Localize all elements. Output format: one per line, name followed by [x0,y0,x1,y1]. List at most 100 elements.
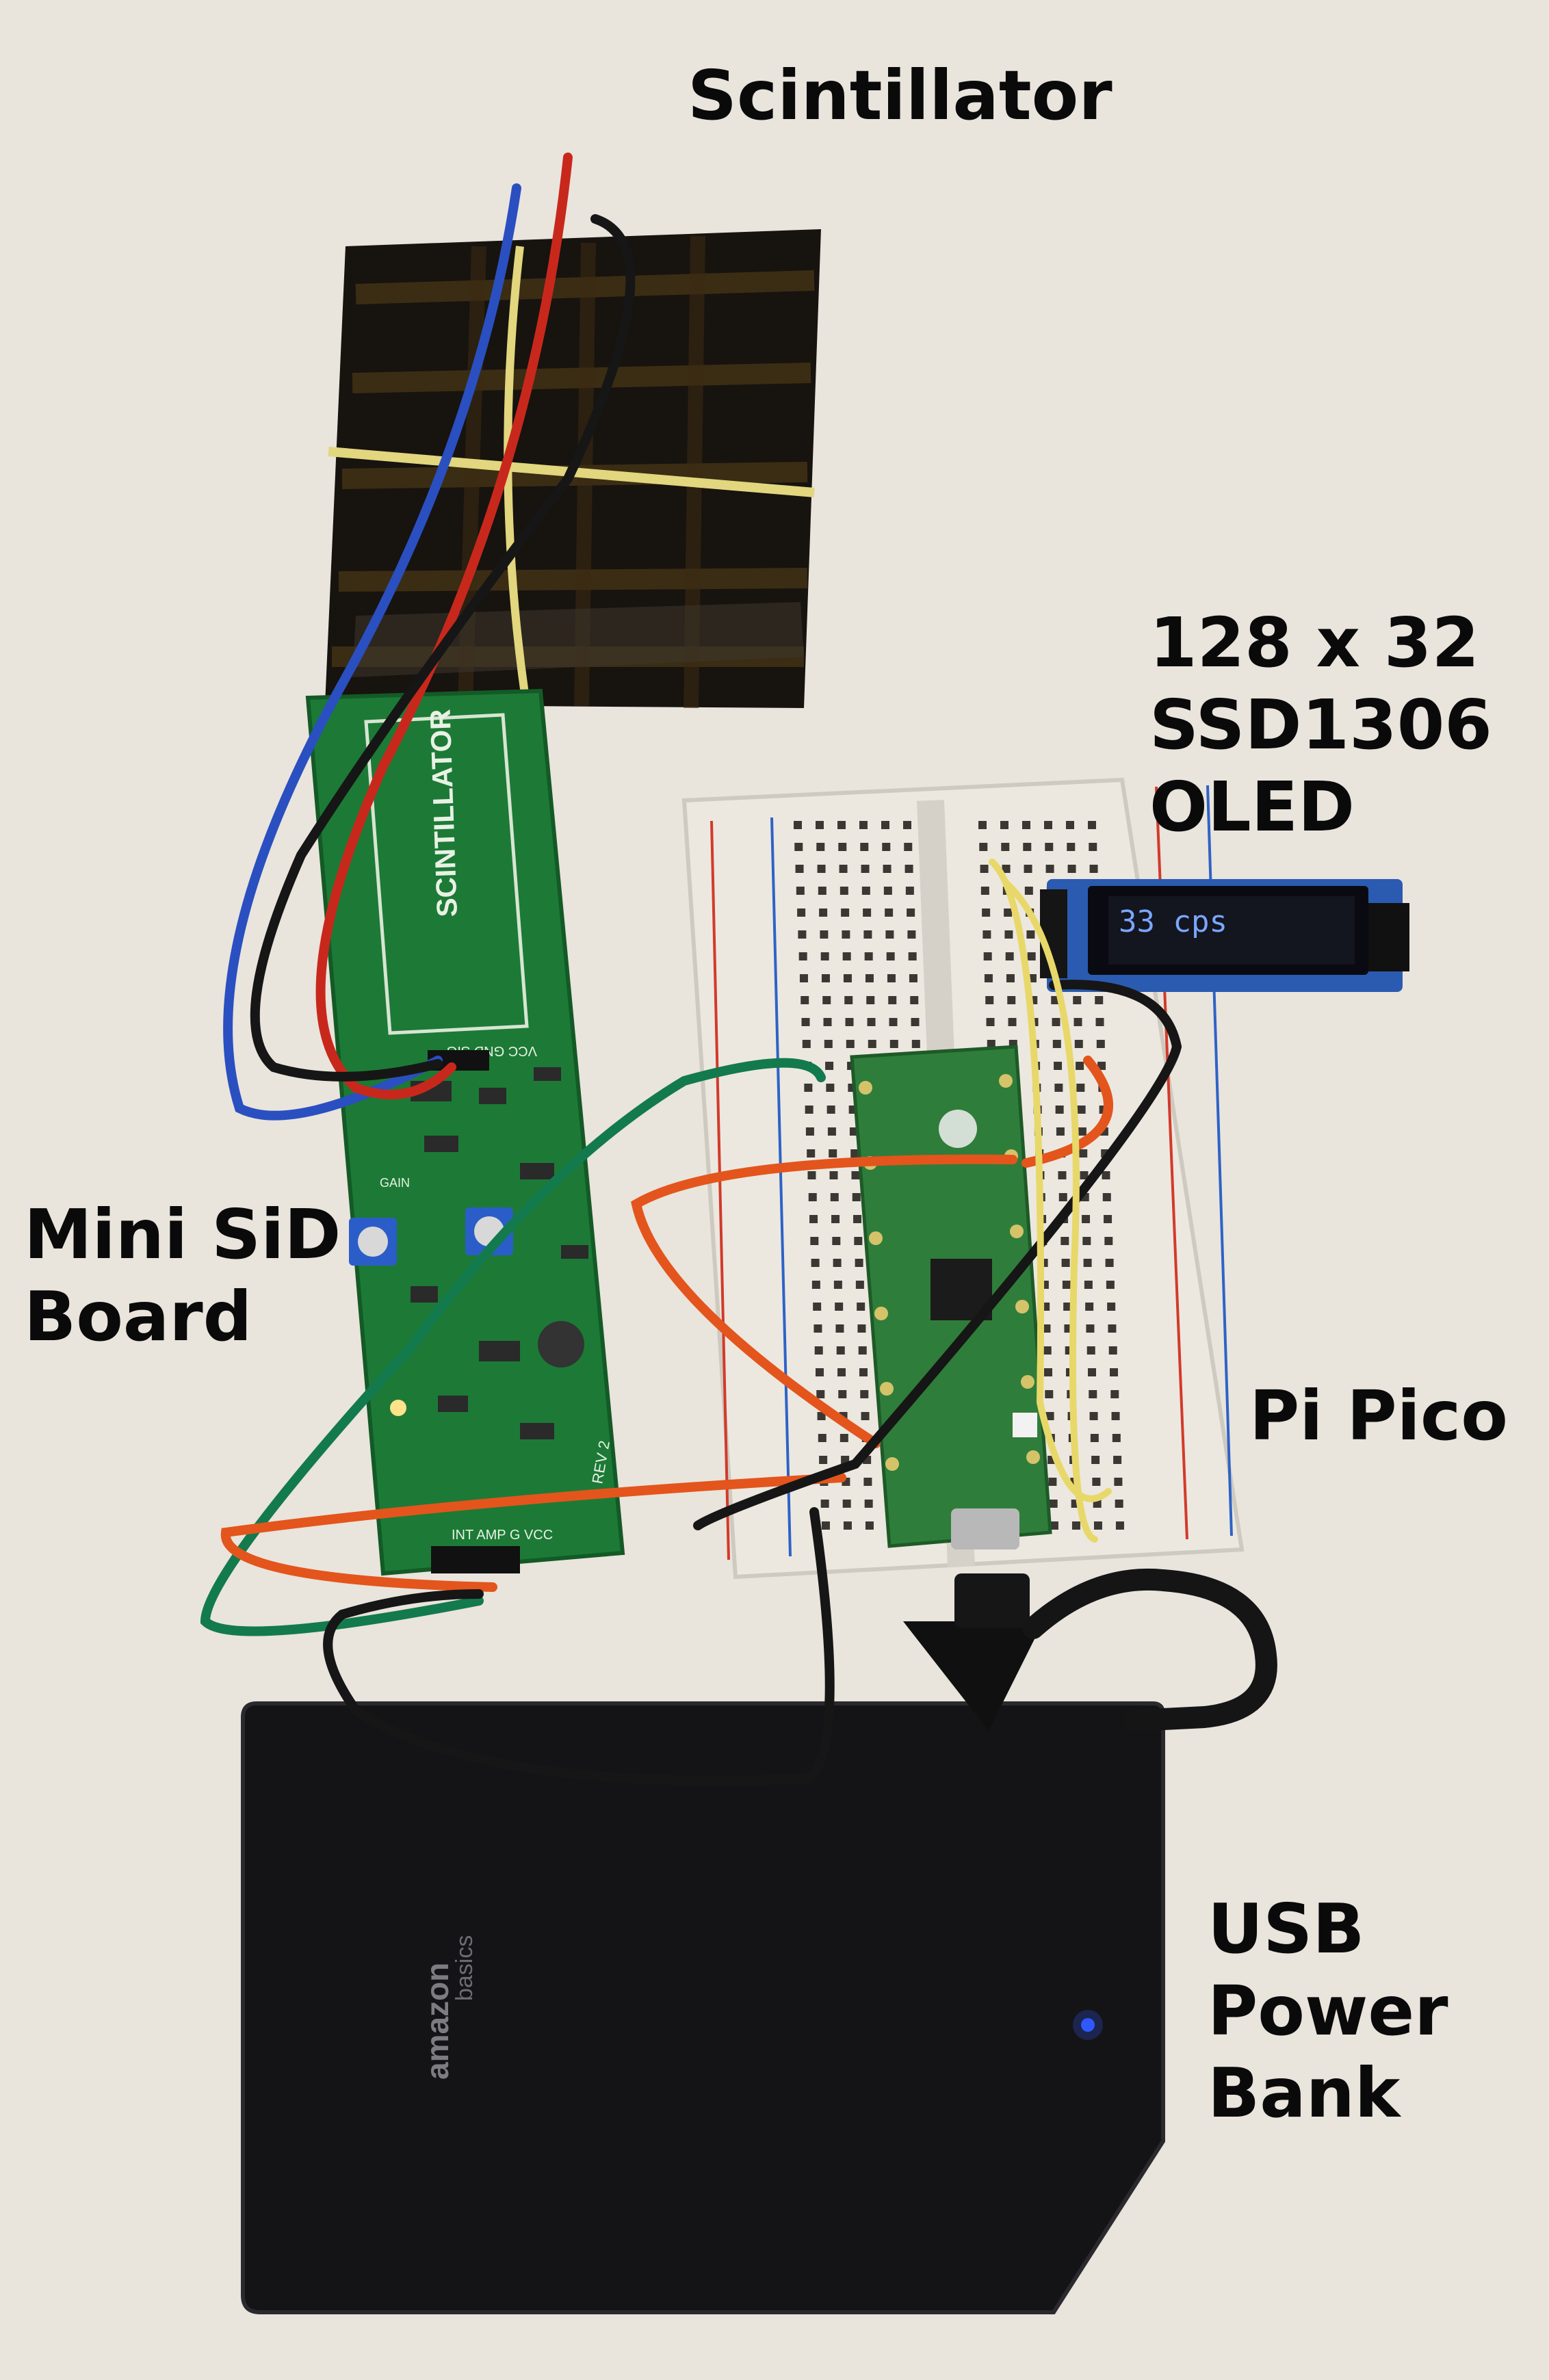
breadboard-hole [844,996,853,1004]
breadboard-hole [1066,821,1074,829]
breadboard-hole [845,1018,854,1026]
breadboard-hole [807,1149,816,1158]
breadboard-hole [1110,1390,1119,1398]
breadboard-hole [818,887,826,895]
breadboard-hole [1002,865,1011,873]
pi-pico-board [850,1045,1052,1549]
breadboard-hole [855,1259,863,1267]
breadboard-hole [1095,996,1104,1004]
pico-usb-port [951,1508,1019,1549]
breadboard-hole [1106,1281,1115,1289]
breadboard-hole [1083,1259,1092,1267]
breadboard-hole [1110,1368,1118,1376]
breadboard-hole [830,1193,839,1201]
breadboard-hole [861,887,870,895]
breadboard-hole [843,974,852,982]
breadboard-hole [800,996,809,1004]
label-pi-pico: Pi Pico [1249,1376,1508,1456]
breadboard-hole [911,1018,920,1026]
breadboard-hole [818,1434,826,1442]
breadboard-hole [904,865,913,873]
breadboard-hole [857,1324,866,1333]
breadboard-hole [1044,1368,1052,1376]
breadboard-hole [982,908,991,917]
breadboard-hole [1082,1237,1091,1245]
breadboard-hole [1054,1084,1063,1092]
breadboard-hole [1022,821,1030,829]
breadboard-hole [817,865,826,873]
breadboard-hole [868,1040,876,1048]
breadboard-hole [814,1346,823,1355]
breadboard-hole [1045,843,1054,851]
breadboard-hole [832,1237,841,1245]
breadboard-hole [822,996,831,1004]
raspberry-logo-icon [939,1110,977,1148]
breadboard-hole [813,1324,822,1333]
breadboard-hole [798,952,807,960]
breadboard-hole [1001,843,1010,851]
breadboard-hole [859,1368,868,1376]
breadboard-hole [1082,1215,1091,1223]
breadboard-hole [813,1303,822,1311]
breadboard-hole [823,1018,832,1026]
breadboard-hole [1005,952,1014,960]
breadboard-hole [1024,887,1033,895]
label-usb-power-bank: USB Power Bank [1208,1889,1448,2133]
breadboard-hole [1089,843,1097,851]
breadboard-hole [864,1500,873,1508]
breadboard-hole [1052,1018,1060,1026]
breadboard-hole [864,952,873,960]
breadboard-hole [842,952,851,960]
breadboard-hole [839,865,848,873]
breadboard-hole [819,1456,828,1464]
breadboard-hole [852,1193,861,1201]
breadboard-hole [888,996,897,1004]
orange-wire-1 [631,1154,1017,1448]
breadboard-hole [1048,1478,1057,1486]
breadboard-hole [819,908,828,917]
wires [200,153,1182,1786]
breadboard-hole [826,1106,835,1114]
breadboard-hole [829,1171,838,1179]
breadboard-hole [1108,1324,1117,1333]
breadboard-hole [797,908,806,917]
breadboard-hole [836,1346,845,1355]
breadboard-hole [1114,1478,1123,1486]
breadboard-hole [883,865,891,873]
breadboard-hole [851,1171,860,1179]
breadboard-hole [1115,1500,1123,1508]
breadboard-hole [1000,821,1008,829]
breadboard-hole [1078,1127,1086,1136]
breadboard-hole [866,996,875,1004]
breadboard-hole [798,930,807,939]
breadboard-hole [861,865,870,873]
breadboard-hole [824,1040,833,1048]
breadboard-hole [811,1281,820,1289]
breadboard-hole [885,930,894,939]
breadboard-hole [820,930,829,939]
red-wire [315,153,573,1099]
breadboard-hole [983,952,992,960]
breadboard-hole [909,974,917,982]
breadboard-hole [985,996,994,1004]
breadboard-hole [1052,1040,1061,1048]
breadboard-hole [794,821,802,829]
breadboard-hole [821,974,830,982]
breadboard-hole [883,887,892,895]
breadboard-hole [805,1127,814,1136]
black-wire-ground [323,1507,835,1786]
breadboard-hole [980,887,989,895]
power-bank-brand: amazon [419,1963,455,2080]
orange-wire-3 [220,1473,846,1592]
breadboard-hole [795,865,804,873]
breadboard-hole [860,843,869,851]
breadboard-hole [1079,1149,1088,1158]
breadboard-hole [1054,1062,1063,1070]
board-gain-label: GAIN [380,1176,410,1190]
breadboard-hole [835,1324,844,1333]
bootsel-button[interactable] [1013,1413,1037,1437]
breadboard-hole [857,1303,865,1311]
breadboard-hole [816,821,824,829]
breadboard-hole [886,952,895,960]
breadboard-hole [1067,865,1076,873]
